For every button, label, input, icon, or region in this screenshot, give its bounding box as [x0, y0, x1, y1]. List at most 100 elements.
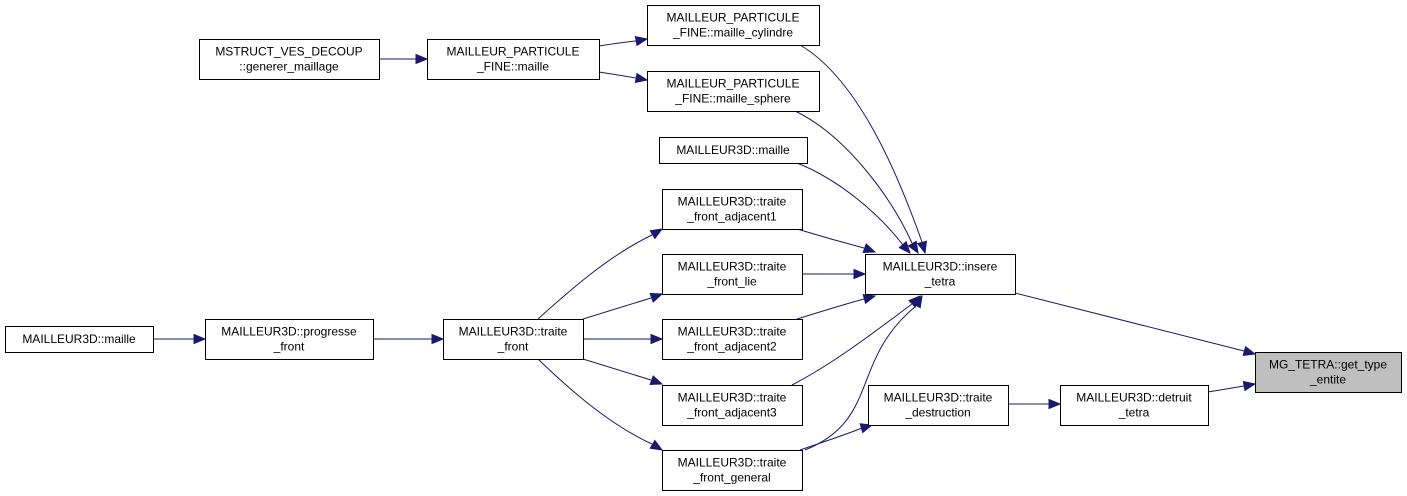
edge-line	[598, 40, 637, 47]
node-label-line: _front_general	[692, 471, 770, 485]
node-label-line: MAILLEUR3D::insere	[883, 260, 998, 274]
arrowhead-icon	[862, 293, 877, 305]
node-label-line: MAILLEUR3D::traite	[678, 325, 787, 339]
node-m3d-insere[interactable]: MAILLEUR3D::insere_tetra	[865, 254, 1016, 295]
arrowhead-icon	[431, 333, 445, 345]
edge-mpf_maille-to-mpf_sphere	[598, 71, 649, 84]
edge-line	[796, 162, 904, 246]
edge-line	[791, 303, 913, 386]
edge-line	[799, 44, 923, 243]
node-label-line: MAILLEUR_PARTICULE	[447, 45, 580, 59]
arrowhead-icon	[1242, 345, 1257, 357]
arrowhead-icon	[862, 243, 877, 253]
node-label-line: MAILLEUR3D::traite	[459, 325, 568, 339]
node-m3d-traite-front[interactable]: MAILLEUR3D::traite_front	[443, 319, 584, 360]
node-box[interactable]	[443, 319, 584, 360]
edge-line	[796, 228, 865, 249]
node-m3d-progresse[interactable]: MAILLEUR3D::progresse_front	[205, 319, 374, 360]
node-box[interactable]	[5, 326, 154, 353]
node-box[interactable]	[647, 71, 820, 112]
node-mg-get-type[interactable]: MG_TETRA::get_type_entite	[1255, 352, 1402, 393]
nodes-layer: MSTRUCT_VES_DECOUP::generer_maillageMAIL…	[5, 5, 1402, 491]
node-box[interactable]	[659, 137, 808, 164]
node-box[interactable]	[647, 5, 820, 46]
node-label-line: _front	[273, 340, 305, 354]
edge-line	[537, 234, 653, 320]
arrowhead-icon	[650, 333, 664, 345]
node-label-line: _FINE::maille_cylindre	[672, 26, 793, 40]
node-box[interactable]	[868, 385, 1009, 426]
node-label-line: _FINE::maille_sphere	[674, 92, 791, 106]
node-label-line: MAILLEUR3D::maille	[22, 332, 136, 346]
node-m3d-adj1[interactable]: MAILLEUR3D::traite_front_adjacent1	[662, 189, 803, 230]
edge-mpf_sphere-to-m3d_insere	[794, 110, 919, 255]
node-box[interactable]	[662, 385, 803, 426]
node-m3d-adj3[interactable]: MAILLEUR3D::traite_front_adjacent3	[662, 385, 803, 426]
node-box[interactable]	[205, 319, 374, 360]
node-label-line: _front_lie	[706, 275, 757, 289]
node-label-line: MAILLEUR3D::traite	[884, 391, 993, 405]
edge-mstruct_generer-to-mpf_maille	[379, 53, 429, 65]
node-m3d-maille-left[interactable]: MAILLEUR3D::maille	[5, 326, 154, 353]
edge-mpf_cylindre-to-m3d_insere	[799, 44, 928, 255]
edge-m3d_general-to-m3d_destruction	[799, 423, 874, 451]
arrowhead-icon	[193, 333, 207, 345]
edge-line	[796, 298, 865, 320]
node-m3d-lie[interactable]: MAILLEUR3D::traite_front_lie	[662, 254, 803, 295]
arrowhead-icon	[911, 294, 923, 309]
node-m3d-adj2[interactable]: MAILLEUR3D::traite_front_adjacent2	[662, 319, 803, 360]
edge-m3d_progresse-to-m3d_traite_front	[373, 333, 445, 345]
edges-layer	[153, 35, 1257, 451]
node-box[interactable]	[662, 189, 803, 230]
node-label-line: ::generer_maillage	[239, 60, 339, 74]
node-label-line: _FINE::maille	[476, 60, 549, 74]
node-label-line: MAILLEUR_PARTICULE	[667, 77, 800, 91]
node-label-line: _front_adjacent1	[686, 210, 777, 224]
edge-m3d_destruction-to-m3d_detruit	[1007, 398, 1062, 410]
edge-line	[799, 427, 863, 451]
node-box[interactable]	[662, 254, 803, 295]
node-label-line: _destruction	[904, 406, 970, 420]
node-label-line: MSTRUCT_VES_DECOUP	[215, 45, 362, 59]
node-mpf-cylindre[interactable]: MAILLEUR_PARTICULE_FINE::maille_cylindre	[647, 5, 820, 46]
node-label-line: MAILLEUR3D::detruit	[1076, 391, 1192, 405]
node-label-line: _tetra	[1118, 406, 1150, 420]
edge-m3d_general-to-m3d_insere	[804, 294, 923, 451]
node-m3d-destruction[interactable]: MAILLEUR3D::traite_destruction	[868, 385, 1009, 426]
node-label-line: MAILLEUR3D::maille	[676, 143, 790, 157]
node-box[interactable]	[662, 319, 803, 360]
edge-m3d_adj2-to-m3d_insere	[796, 293, 877, 320]
node-mpf-sphere[interactable]: MAILLEUR_PARTICULE_FINE::maille_sphere	[647, 71, 820, 112]
node-m3d-maille-top[interactable]: MAILLEUR3D::maille	[659, 137, 808, 164]
focus-node-box[interactable]	[1255, 352, 1402, 393]
node-mstruct-generer[interactable]: MSTRUCT_VES_DECOUP::generer_maillage	[199, 39, 380, 80]
node-box[interactable]	[865, 254, 1016, 295]
node-label-line: _tetra	[924, 275, 956, 289]
edge-line	[598, 71, 637, 79]
edge-m3d_lie-to-m3d_insere	[802, 268, 867, 280]
node-box[interactable]	[199, 39, 380, 80]
node-m3d-general[interactable]: MAILLEUR3D::traite_front_general	[662, 450, 803, 491]
arrowhead-icon	[898, 240, 911, 254]
edge-m3d_adj3-to-m3d_insere	[791, 295, 921, 386]
node-label-line: MAILLEUR3D::traite	[678, 260, 787, 274]
arrowhead-icon	[634, 35, 649, 47]
node-label-line: MAILLEUR3D::traite	[678, 391, 787, 405]
node-box[interactable]	[1060, 385, 1209, 426]
edge-line	[1014, 292, 1245, 352]
arrowhead-icon	[649, 293, 664, 303]
arrowhead-icon	[649, 228, 664, 240]
node-box[interactable]	[662, 450, 803, 491]
node-label-line: MG_TETRA::get_type	[1269, 358, 1387, 372]
node-mpf-maille[interactable]: MAILLEUR_PARTICULE_FINE::maille	[427, 39, 600, 80]
arrowhead-icon	[853, 268, 867, 280]
edge-m3d_traite_front-to-m3d_adj1	[537, 228, 664, 320]
node-label-line: MAILLEUR3D::traite	[678, 456, 787, 470]
arrowhead-icon	[649, 375, 664, 385]
edge-line	[1207, 385, 1245, 393]
node-m3d-detruit[interactable]: MAILLEUR3D::detruit_tetra	[1060, 385, 1209, 426]
arrowhead-icon	[859, 423, 874, 434]
node-box[interactable]	[427, 39, 600, 80]
edge-m3d_traite_front-to-m3d_adj2	[583, 333, 664, 345]
edge-mpf_maille-to-mpf_cylindre	[598, 35, 649, 47]
